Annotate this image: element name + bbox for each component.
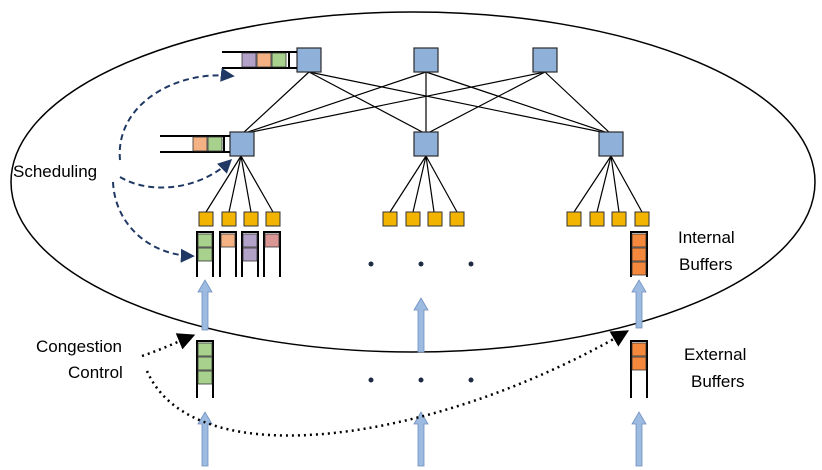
- arrow-internal-right: [631, 279, 647, 329]
- core-links: [241, 71, 612, 135]
- core-switch-1: [296, 47, 322, 73]
- agg-switch-2: [413, 131, 439, 157]
- external-buffers-label-line1: External: [684, 345, 746, 364]
- arrow-internal-middle: [413, 297, 429, 353]
- traffic-arrows: [197, 279, 647, 467]
- external-buffer-left: [196, 340, 214, 398]
- arrow-internal-left: [197, 279, 213, 331]
- arrow-external-left: [197, 411, 213, 467]
- host-group-left: [198, 211, 281, 227]
- internal-buffers-left: [196, 231, 281, 277]
- internal-buffers-label-line2: Buffers: [679, 255, 733, 274]
- aggregation-switches: [229, 131, 624, 157]
- scheduling-arrow-to-agg-queue: [119, 159, 233, 189]
- external-buffer-right: [630, 340, 648, 398]
- congestion-label-line2: Control: [68, 363, 123, 382]
- internal-buffers-label-line1: Internal: [678, 228, 735, 247]
- arrow-external-right: [631, 411, 647, 467]
- ellipsis-internal: [368, 261, 474, 267]
- scheduling-arrows: [112, 67, 235, 263]
- host-group-right: [566, 211, 650, 227]
- arrow-external-middle: [413, 411, 429, 467]
- congestion-arrows: [141, 330, 630, 437]
- congestion-arrow-right: [145, 330, 630, 437]
- agg-switch-3: [598, 131, 624, 157]
- internal-buffer-right: [630, 231, 648, 277]
- core-switch-queue: [222, 51, 297, 69]
- congestion-label-line1: Congestion: [36, 337, 122, 356]
- core-switch-2: [413, 47, 439, 73]
- ellipsis-external: [368, 377, 474, 383]
- external-buffers-label-line2: Buffers: [691, 372, 745, 391]
- edge-links: [205, 155, 643, 213]
- scheduling-arrow-to-host-buffers: [112, 181, 195, 263]
- agg-switch-queue: [160, 135, 230, 153]
- congestion-arrow-left: [141, 333, 196, 358]
- scheduling-label: Scheduling: [13, 162, 97, 181]
- agg-switch-1: [229, 131, 255, 157]
- core-switches: [296, 47, 558, 73]
- network-boundary-ellipse: [10, 11, 816, 353]
- core-switch-3: [532, 47, 558, 73]
- host-group-middle: [382, 211, 465, 227]
